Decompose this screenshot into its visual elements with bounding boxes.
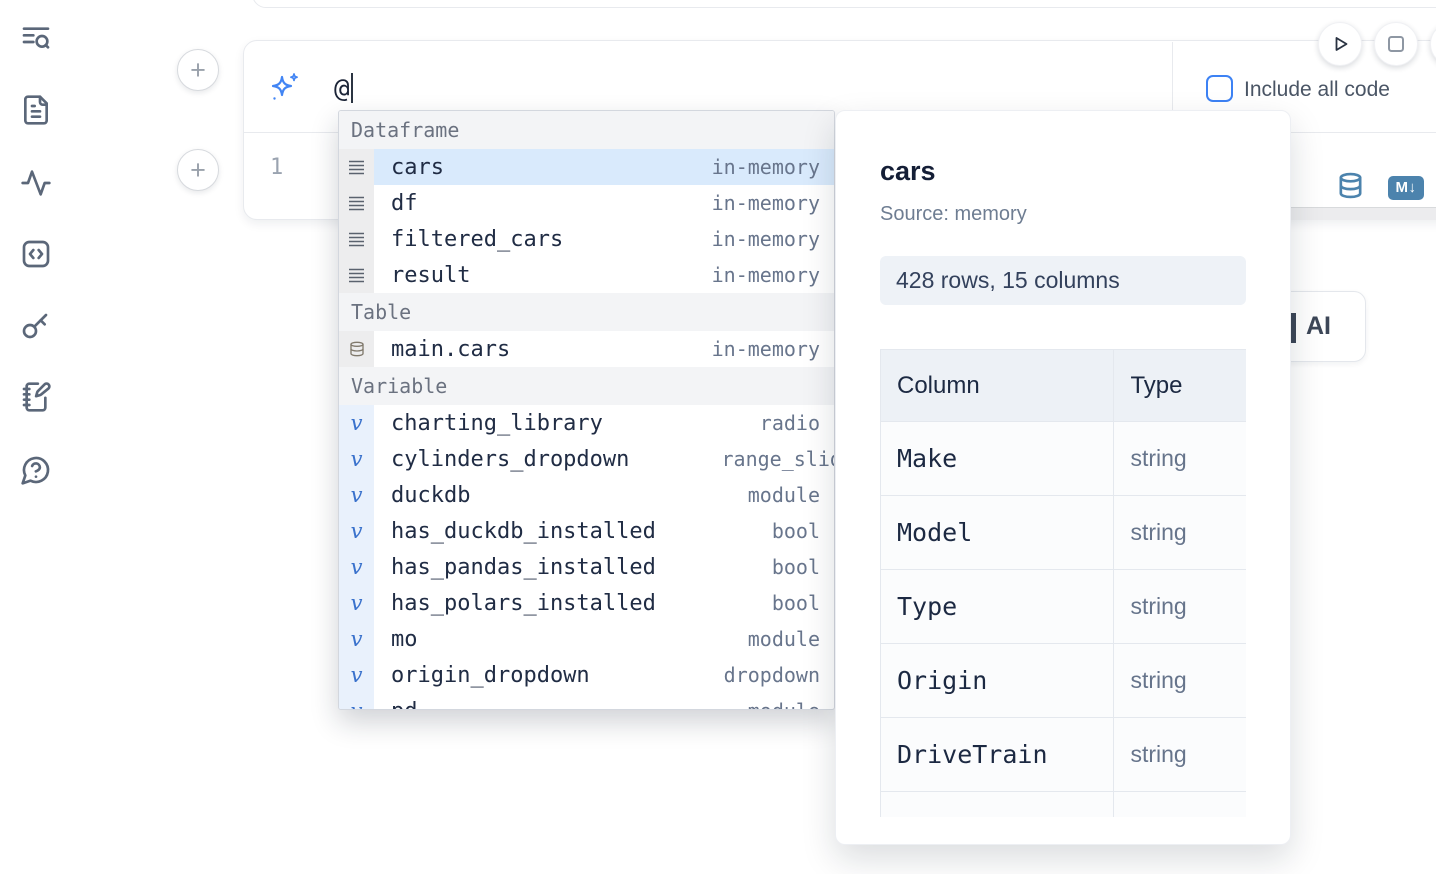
column-name: Model bbox=[880, 495, 1115, 570]
schema-table-container: Column Type Make string Model string Typ… bbox=[880, 349, 1246, 817]
ai-prompt-input[interactable]: @ bbox=[334, 72, 354, 106]
column-name: Type bbox=[880, 569, 1115, 644]
variable-icon: v bbox=[339, 405, 374, 441]
column-type: string bbox=[1113, 717, 1246, 792]
clipped-glyph bbox=[1291, 313, 1296, 343]
preview-source: Source: memory bbox=[880, 203, 1027, 225]
prompt-divider bbox=[1172, 42, 1173, 133]
table-row: Model string bbox=[880, 495, 1246, 570]
key-icon[interactable] bbox=[20, 309, 52, 341]
shape-badge: 428 rows, 15 columns bbox=[880, 256, 1246, 305]
help-circle-icon[interactable] bbox=[20, 454, 52, 486]
dataframe-icon bbox=[339, 257, 374, 293]
variable-icon: v bbox=[339, 693, 374, 709]
previous-cell-edge bbox=[252, 0, 1436, 8]
table-row: Type string bbox=[880, 569, 1246, 644]
variable-icon: v bbox=[339, 657, 374, 693]
column-type: string bbox=[1113, 421, 1246, 496]
column-name: Origin bbox=[880, 643, 1115, 718]
notebook-pen-icon[interactable] bbox=[20, 381, 52, 413]
variable-icon: v bbox=[339, 513, 374, 549]
dataframe-preview-panel: cars Source: memory 428 rows, 15 columns… bbox=[835, 110, 1291, 845]
dataframe-icon bbox=[339, 221, 374, 257]
database-icon bbox=[339, 331, 374, 367]
include-all-code-label[interactable]: Include all code bbox=[1244, 78, 1390, 101]
table-row: Origin string bbox=[880, 643, 1246, 718]
add-cell-above-button[interactable]: + bbox=[177, 49, 219, 91]
schema-table: Column Type Make string Model string Typ… bbox=[880, 349, 1246, 817]
section-header-variable: Variable bbox=[339, 367, 834, 405]
preview-title: cars bbox=[880, 156, 936, 186]
text-caret bbox=[350, 73, 354, 103]
variable-icon: v bbox=[339, 441, 374, 477]
ai-button-label: AI bbox=[1306, 312, 1331, 340]
column-header: Column bbox=[880, 349, 1115, 422]
markdown-icon[interactable]: M↓ bbox=[1388, 176, 1424, 200]
table-row: DriveTrain string bbox=[880, 717, 1246, 792]
column-type: string bbox=[1113, 495, 1246, 570]
prompt-value: @ bbox=[334, 74, 350, 104]
line-number: 1 bbox=[270, 155, 284, 180]
table-header-row: Column Type bbox=[880, 349, 1246, 422]
section-header-table: Table bbox=[339, 293, 834, 331]
add-cell-below-button[interactable]: + bbox=[177, 149, 219, 191]
table-row: Make string bbox=[880, 421, 1246, 496]
dataframe-icon bbox=[339, 149, 374, 185]
variable-icon: v bbox=[339, 477, 374, 513]
variable-icon: v bbox=[339, 585, 374, 621]
variable-icon: v bbox=[339, 549, 374, 585]
stop-button[interactable] bbox=[1374, 22, 1418, 66]
column-name: DriveTrain bbox=[880, 717, 1115, 792]
run-button[interactable] bbox=[1318, 22, 1362, 66]
database-icon[interactable] bbox=[1336, 171, 1365, 200]
include-all-code-checkbox[interactable] bbox=[1206, 75, 1233, 102]
code-square-icon[interactable] bbox=[20, 238, 52, 270]
variable-icon: v bbox=[339, 621, 374, 657]
column-type: string bbox=[1113, 643, 1246, 718]
table-row-partial bbox=[880, 791, 1246, 817]
column-type: string bbox=[1113, 569, 1246, 644]
column-name: Make bbox=[880, 421, 1115, 496]
file-text-icon[interactable] bbox=[20, 94, 52, 126]
activity-icon[interactable] bbox=[20, 167, 52, 199]
ai-sparkle-icon bbox=[266, 71, 302, 107]
type-header: Type bbox=[1113, 349, 1246, 422]
dropdown-item-pd[interactable]: v pdmodule bbox=[339, 693, 834, 709]
list-search-icon[interactable] bbox=[20, 22, 52, 54]
section-header-dataframe: Dataframe bbox=[339, 111, 834, 149]
dataframe-icon bbox=[339, 185, 374, 221]
